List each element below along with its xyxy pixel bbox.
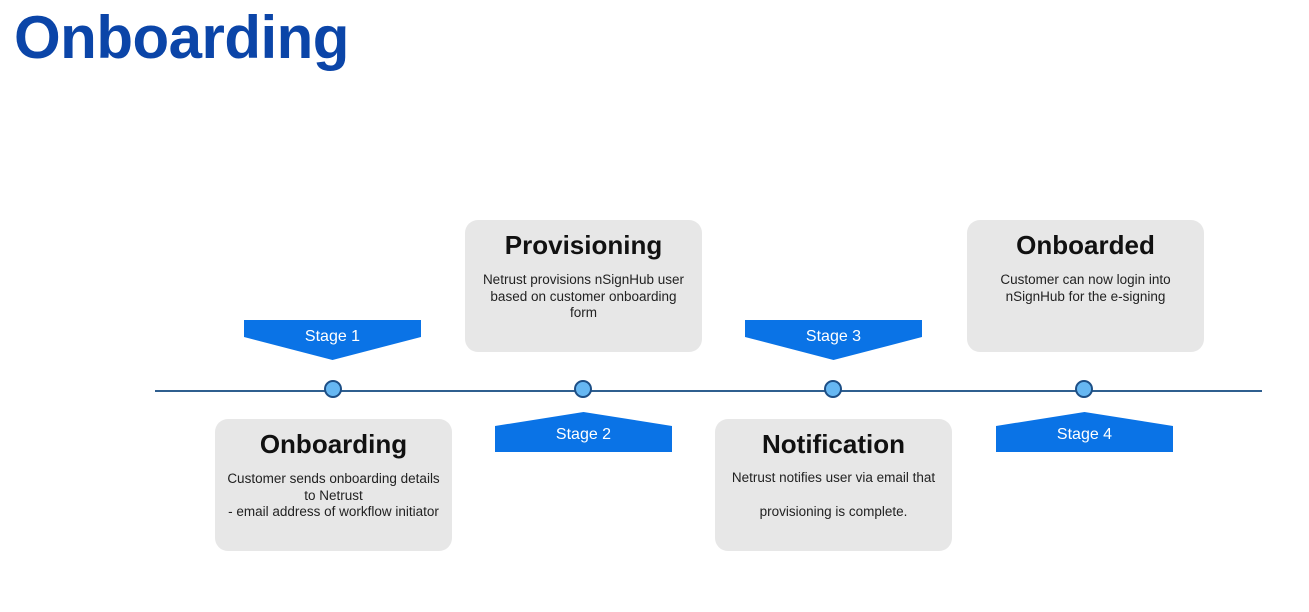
stage-card-title: Onboarded (1016, 230, 1155, 260)
timeline-node-3 (824, 380, 842, 398)
stage-card-title: Provisioning (504, 230, 663, 260)
stage-card-onboarded: Onboarded Customer can now login into nS… (967, 220, 1204, 352)
stage-tag-4-shape (996, 412, 1173, 452)
stage-label-1: Stage 1 (304, 328, 361, 345)
description-line: Customer sends onboarding details (227, 471, 440, 486)
timeline-line (155, 390, 1262, 392)
description-line: to Netrust (304, 487, 363, 503)
description-line: based on customer onboarding (490, 288, 677, 304)
stage-card-title: Notification (762, 429, 905, 459)
description-line: - email address of workflow initiator (228, 504, 439, 519)
stage-label-3: Stage 3 (805, 328, 862, 345)
stage-card-description: Netrust notifies user via email that pro… (715, 461, 952, 529)
stage-tag-2-shape (495, 412, 672, 452)
timeline-node-4 (1075, 380, 1093, 398)
stage-tag-4: Stage 4 (996, 412, 1173, 452)
stage-card-description: Customer can now login into nSignHub for… (967, 272, 1204, 305)
stage-card-title: Onboarding (259, 429, 408, 459)
description-line: provisioning is complete. (759, 504, 908, 519)
description-line: Customer can now login into (1000, 272, 1171, 287)
stage-card-provisioning: Provisioning Netrust provisions nSignHub… (465, 220, 702, 352)
page-title: Onboarding (14, 4, 349, 71)
description-line: form (570, 305, 597, 320)
stage-tag-1-shape (244, 320, 421, 360)
stage-tag-1: Stage 1 (244, 320, 421, 360)
description-line: Netrust notifies user via email that (731, 470, 936, 485)
stage-tag-3: Stage 3 (745, 320, 922, 360)
timeline-node-1 (324, 380, 342, 398)
stage-tag-3-shape (745, 320, 922, 360)
description-line: Netrust provisions nSignHub user (482, 272, 685, 287)
description-line: nSignHub for the e-signing (1005, 288, 1166, 304)
stage-card-notification: Notification Netrust notifies user via e… (715, 419, 952, 551)
stage-card-description: Netrust provisions nSignHub user based o… (465, 272, 702, 322)
stage-card-onboarding: Onboarding Customer sends onboarding det… (215, 419, 452, 551)
timeline-node-2 (574, 380, 592, 398)
stage-label-4: Stage 4 (1056, 426, 1113, 443)
stage-tag-2: Stage 2 (495, 412, 672, 452)
stage-label-2: Stage 2 (555, 426, 612, 443)
stage-card-description: Customer sends onboarding details to Net… (215, 471, 452, 521)
